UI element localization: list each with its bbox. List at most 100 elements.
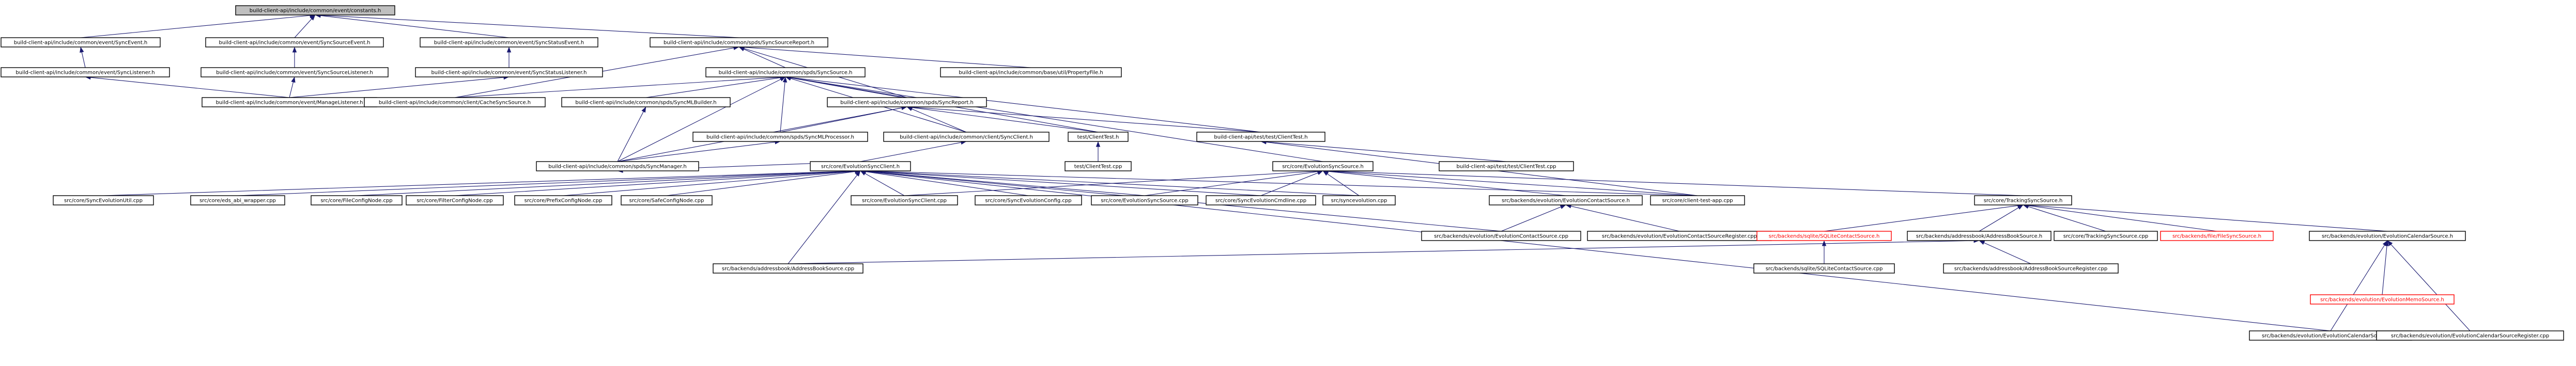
graph-node[interactable]: build-client-api/include/common/event/co… [235,5,395,15]
node-box[interactable] [1322,195,1396,205]
graph-node[interactable]: build-client-api/include/common/event/Sy… [200,67,389,77]
graph-node[interactable]: src/core/SyncEvolutionUtil.cpp [53,195,154,205]
graph-node[interactable]: build-client-api/include/common/spds/Syn… [827,97,987,107]
node-box[interactable] [1068,132,1129,142]
edge-arrowhead [779,76,786,82]
node-box[interactable] [2310,294,2455,305]
graph-node[interactable]: src/core/EvolutionSyncSource.cpp [1091,195,1198,205]
node-box[interactable] [621,195,713,205]
node-box[interactable] [705,67,866,77]
node-box[interactable] [1489,195,1643,205]
graph-node[interactable]: test/ClientTest.h [1068,132,1129,142]
graph-node[interactable]: src/core/PrefixConfigNode.cpp [514,195,612,205]
node-box[interactable] [650,37,828,47]
node-box[interactable] [1756,231,1892,241]
graph-node[interactable]: src/core/eds_abi_wrapper.cpp [190,195,285,205]
node-box[interactable] [420,37,598,47]
node-box[interactable] [536,161,699,171]
graph-node[interactable]: src/backends/evolution/EvolutionMemoSour… [2310,294,2455,305]
graph-node[interactable]: src/backends/evolution/EvolutionContactS… [1587,231,1772,241]
graph-node[interactable]: src/backends/addressbook/AddressBookSour… [713,263,863,274]
graph-node[interactable]: build-client-api/include/common/event/Sy… [205,37,384,47]
node-box[interactable] [713,263,863,274]
graph-node[interactable]: build-client-api/include/common/base/uti… [940,67,1122,77]
graph-node[interactable]: src/backends/evolution/EvolutionContactS… [1489,195,1643,205]
node-box[interactable] [1065,161,1132,171]
node-box[interactable] [561,97,731,107]
node-box[interactable] [1196,132,1325,142]
node-box[interactable] [200,67,389,77]
graph-node[interactable]: build-client-api/include/common/spds/Syn… [705,67,866,77]
graph-node[interactable]: src/core/FileConfigNode.cpp [311,195,403,205]
graph-node[interactable]: src/backends/addressbook/AddressBookSour… [1907,231,2051,241]
node-box[interactable] [975,195,1082,205]
graph-node[interactable]: src/core/SafeConfigNode.cpp [621,195,713,205]
node-box[interactable] [883,132,1050,142]
node-box[interactable] [311,195,403,205]
node-box[interactable] [364,97,546,107]
graph-node[interactable]: src/core/FilterConfigNode.cpp [406,195,504,205]
graph-node[interactable]: src/backends/file/FileSyncSource.h [2160,231,2274,241]
graph-node[interactable]: src/core/EvolutionSyncSource.h [1272,161,1374,171]
node-box[interactable] [940,67,1122,77]
graph-node[interactable]: src/core/EvolutionSyncClient.h [810,161,911,171]
graph-node[interactable]: build-client-api/include/common/spds/Syn… [650,37,828,47]
graph-node[interactable]: src/syncevolution.cpp [1322,195,1396,205]
node-box[interactable] [1943,263,2119,274]
graph-node[interactable]: src/core/client-test-app.cpp [1650,195,1745,205]
include-edge [103,170,856,196]
graph-node[interactable]: build-client-api/test/test/ClientTest.h [1196,132,1325,142]
node-box[interactable] [851,195,958,205]
node-box[interactable] [1974,195,2072,205]
graph-node[interactable]: build-client-api/include/common/spds/Syn… [692,132,868,142]
graph-node[interactable]: build-client-api/include/common/client/S… [883,132,1050,142]
graph-node[interactable]: src/core/EvolutionSyncClient.cpp [851,195,958,205]
graph-node[interactable]: build-client-api/include/common/event/Sy… [1,37,161,47]
graph-node[interactable]: build-client-api/include/common/event/Ma… [202,97,377,107]
node-box[interactable] [1,67,170,77]
node-box[interactable] [1,37,161,47]
node-box[interactable] [1753,263,1895,274]
node-box[interactable] [1907,231,2051,241]
node-box[interactable] [2160,231,2274,241]
graph-node[interactable]: build-client-api/include/common/spds/Syn… [536,161,699,171]
graph-node[interactable]: src/core/TrackingSyncSource.h [1974,195,2072,205]
graph-node[interactable]: src/backends/evolution/EvolutionCalendar… [2309,231,2466,241]
graph-node[interactable]: build-client-api/include/common/client/C… [364,97,546,107]
node-box[interactable] [2376,330,2564,341]
graph-node[interactable]: src/core/SyncEvolutionConfig.cpp [975,195,1082,205]
graph-node[interactable]: src/backends/sqlite/SQLiteContactSource.… [1753,263,1895,274]
graph-node[interactable]: src/backends/addressbook/AddressBookSour… [1943,263,2119,274]
graph-node[interactable]: build-client-api/include/common/event/Sy… [415,67,603,77]
graph-node[interactable]: test/ClientTest.cpp [1065,161,1132,171]
node-box[interactable] [53,195,154,205]
node-box[interactable] [1421,231,1581,241]
node-box[interactable] [1650,195,1745,205]
graph-node[interactable]: src/core/SyncEvolutionCmdline.cpp [1206,195,1316,205]
graph-node[interactable]: src/backends/evolution/EvolutionContactS… [1421,231,1581,241]
node-box[interactable] [205,37,384,47]
node-box[interactable] [2054,231,2158,241]
node-box[interactable] [827,97,987,107]
include-edge [2390,244,2471,331]
node-box[interactable] [190,195,285,205]
graph-node[interactable]: build-client-api/include/common/event/Sy… [420,37,598,47]
graph-node[interactable]: src/core/TrackingSyncSource.cpp [2054,231,2158,241]
node-box[interactable] [406,195,504,205]
graph-node[interactable]: build-client-api/test/test/ClientTest.cp… [1439,161,1574,171]
node-box[interactable] [514,195,612,205]
node-box[interactable] [1439,161,1574,171]
node-box[interactable] [1206,195,1316,205]
node-box[interactable] [810,161,911,171]
graph-node[interactable]: build-client-api/include/common/event/Sy… [1,67,170,77]
node-box[interactable] [692,132,868,142]
node-box[interactable] [415,67,603,77]
graph-node[interactable]: build-client-api/include/common/spds/Syn… [561,97,731,107]
node-box[interactable] [2309,231,2466,241]
include-edge [319,15,510,38]
node-box[interactable] [1272,161,1374,171]
node-box[interactable] [1091,195,1198,205]
graph-node[interactable]: src/backends/sqlite/SQLiteContactSource.… [1756,231,1892,241]
node-box[interactable] [235,5,395,15]
graph-node[interactable]: src/backends/evolution/EvolutionCalendar… [2376,330,2564,341]
